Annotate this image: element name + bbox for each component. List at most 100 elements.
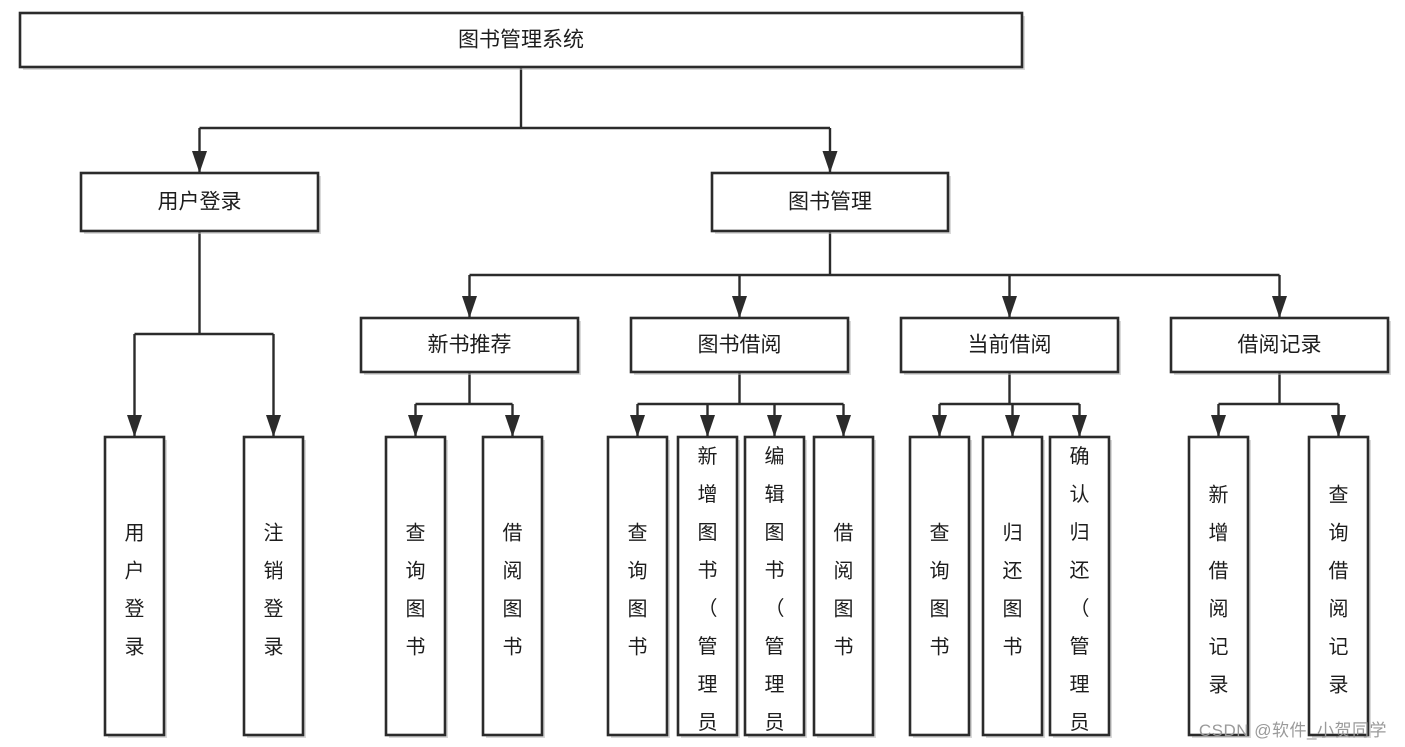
node-rect [812,435,875,737]
node-rect [481,435,544,737]
node-label-char: 理 [1070,674,1090,696]
node-rect [359,316,580,374]
node-rect [629,316,850,374]
node-label-char: 登 [264,598,284,621]
node-label-char: 管 [765,635,785,658]
node-label-char: 图 [628,599,648,621]
node-label-char: 询 [628,560,648,583]
node-label-char: 询 [406,560,426,583]
node-label-char: 书 [765,559,785,582]
arrow-head-icon [700,415,715,437]
node-user_login-leaf-1[interactable]: 用户登录 [103,435,167,738]
node-label: 图书借阅 [698,334,782,357]
node-label-char: 员 [765,712,785,734]
node-label-char: 查 [628,522,648,545]
arrow-head-icon [932,415,947,437]
node-label: 新书推荐 [428,334,512,357]
node-rect [103,435,166,737]
arrow-head-icon [266,415,281,437]
node-label-char: 查 [930,522,950,545]
node-label-char: 记 [1209,636,1229,659]
node-label-char: 询 [1329,522,1349,545]
connectors-layer [127,67,1346,437]
node-label-char: 员 [698,712,718,734]
node-rect [384,435,447,737]
node-label-char: 理 [698,674,718,696]
node-rect [79,171,320,233]
node-label-char: 借 [503,522,523,545]
node-label-char: 还 [1070,559,1090,582]
node-rect [606,435,669,737]
node-label-char: （ [765,597,785,620]
node-label-char: 书 [503,636,523,659]
node-label-char: 辑 [765,483,785,506]
node-book_borrow[interactable]: 图书借阅 [629,316,851,375]
node-rect [1169,316,1390,374]
node-label-char: 查 [1329,484,1349,507]
node-current_borrow[interactable]: 当前借阅 [899,316,1121,375]
arrow-head-icon [1002,296,1017,318]
node-label-char: 编 [765,445,785,468]
node-label: 当前借阅 [968,334,1052,357]
node-label-char: 管 [698,635,718,658]
node-label-char: 员 [1070,712,1090,734]
arrow-head-icon [462,296,477,318]
node-label-char: 询 [930,560,950,583]
node-label-char: 借 [1209,560,1229,583]
arrow-head-icon [1211,415,1226,437]
node-root[interactable]: 图书管理系统 [18,11,1025,70]
node-rect [1048,435,1111,737]
node-user_login[interactable]: 用户登录 [79,171,321,234]
node-label-char: 图 [406,599,426,621]
node-label-char: 用 [125,523,145,545]
node-label-char: 理 [765,674,785,696]
arrow-head-icon [192,151,207,173]
node-label-char: 确 [1070,445,1090,468]
arrow-head-icon [1072,415,1087,437]
node-rect [908,435,971,737]
node-label-char: 图 [930,599,950,621]
arrow-head-icon [1272,296,1287,318]
node-rect [676,435,739,737]
node-label-char: 书 [834,636,854,659]
node-label-char: 图 [834,599,854,621]
node-label-char: 新 [1209,484,1229,507]
node-rect [1187,435,1250,737]
node-label-char: 借 [834,522,854,545]
node-label-char: 书 [406,636,426,659]
node-label-char: 录 [1329,675,1349,697]
node-label-char: 阅 [503,560,523,583]
node-label-char: 图 [503,599,523,621]
arrow-head-icon [836,415,851,437]
node-new_book_rec[interactable]: 新书推荐 [359,316,581,375]
node-borrow_record[interactable]: 借阅记录 [1169,316,1391,375]
node-label-char: 录 [125,637,145,659]
node-label-char: 图 [765,522,785,544]
node-label: 图书管理 [788,191,872,214]
node-label-char: 记 [1329,636,1349,659]
node-label-char: 录 [264,637,284,659]
node-label-char: 认 [1070,483,1090,506]
node-label-char: 查 [406,522,426,545]
node-label: 借阅记录 [1238,334,1322,357]
node-label: 图书管理系统 [458,29,584,52]
node-label-char: 户 [125,560,145,583]
node-label-char: 注 [264,522,284,545]
arrow-head-icon [630,415,645,437]
node-book_manage[interactable]: 图书管理 [710,171,951,234]
node-label-char: 新 [698,445,718,468]
node-rect [18,11,1024,69]
